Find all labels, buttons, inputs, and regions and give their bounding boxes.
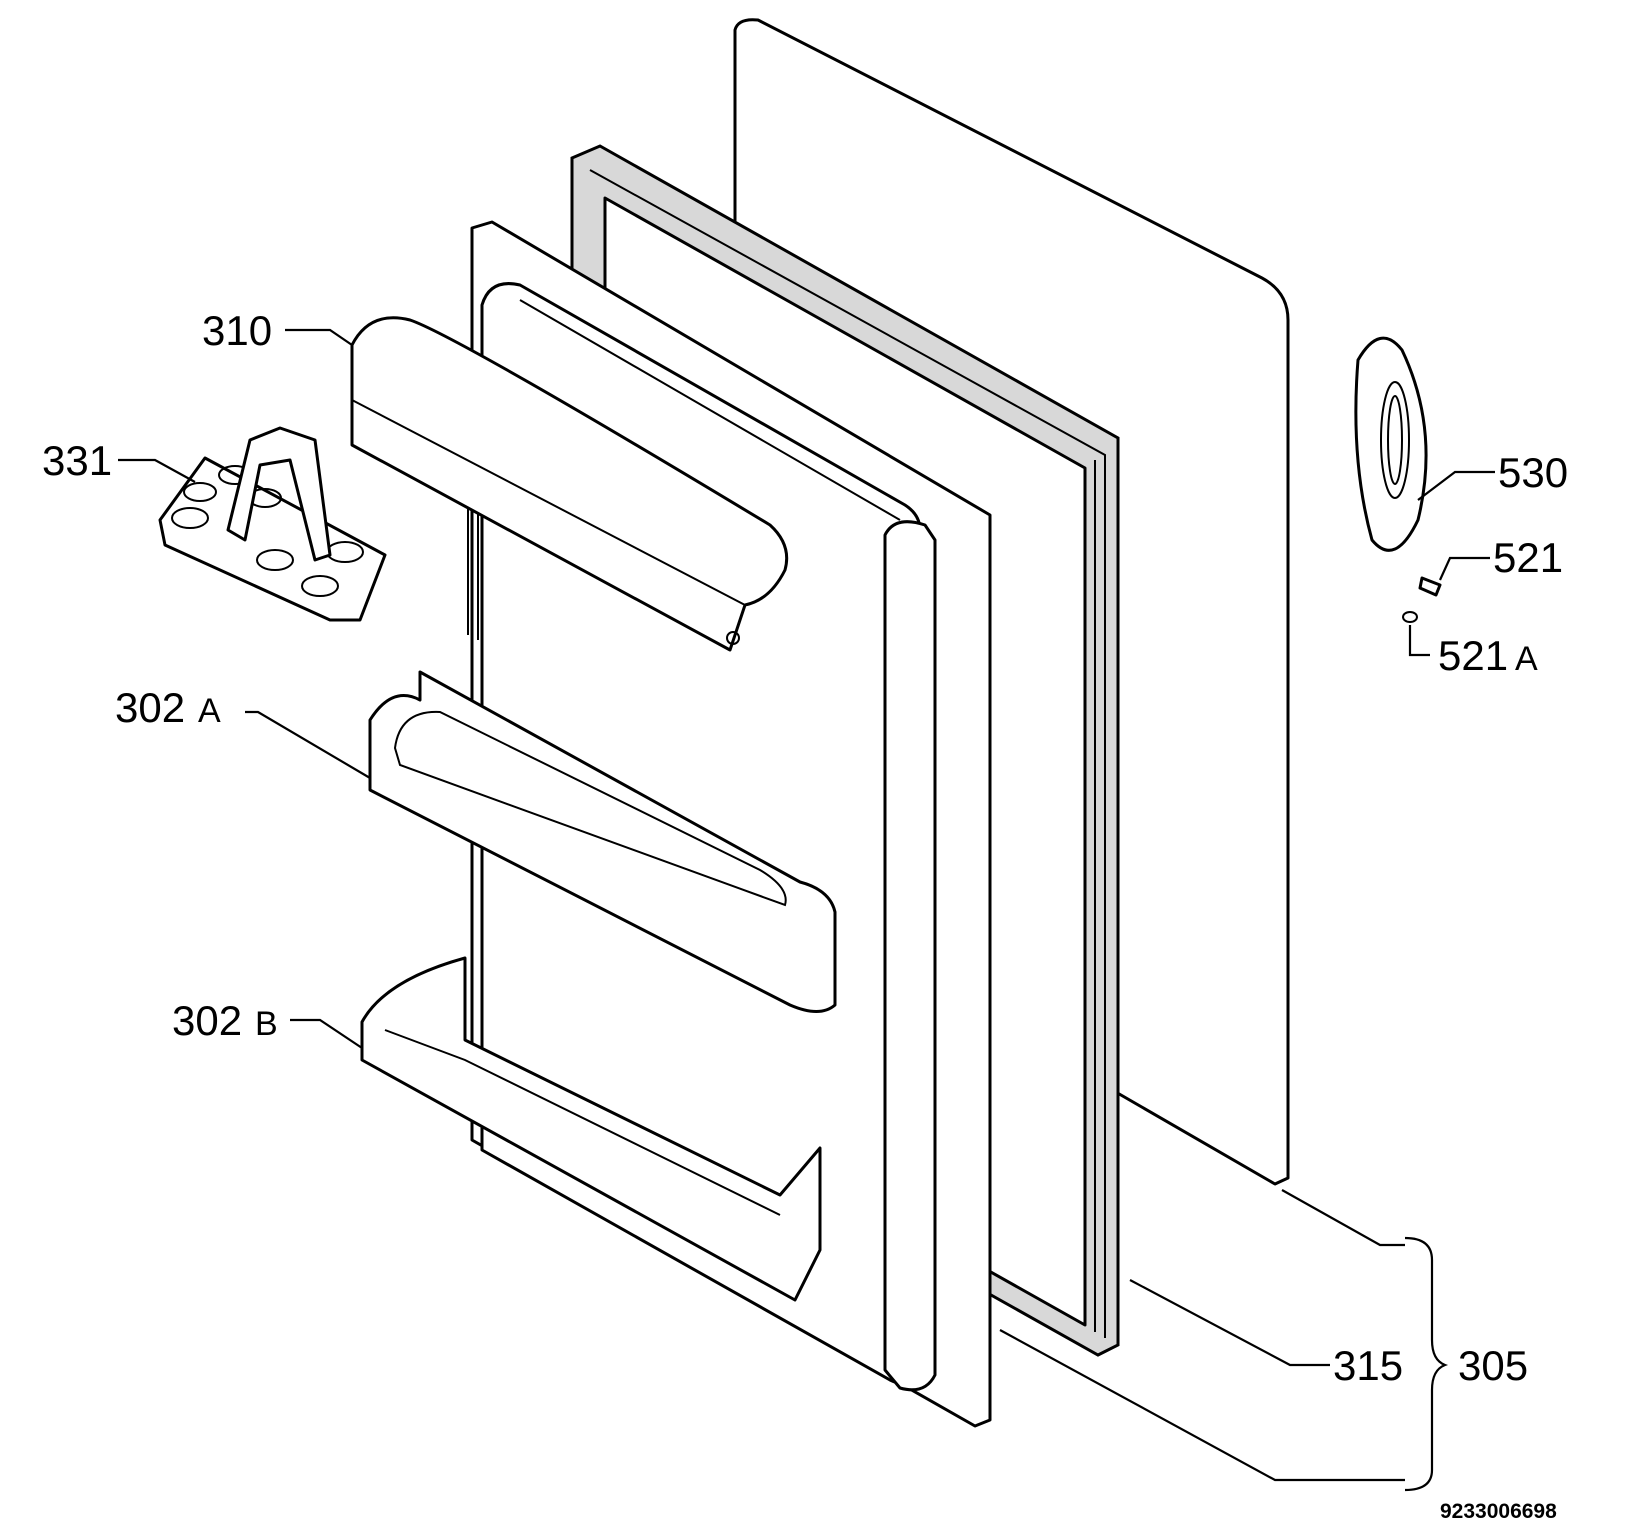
door-shelf-302a [368,670,837,1013]
screw-521 [1418,576,1442,597]
washer-521a [1402,611,1418,623]
drawing-code: 9233006698 [1440,1500,1557,1523]
label-530: 530 [1498,449,1568,496]
label-305: 305 [1458,1342,1528,1389]
label-302a-number: 302 [115,684,185,731]
door-shelf-302b [360,956,822,1302]
label-331: 331 [42,437,112,484]
label-521a-suffix: A [1515,640,1538,678]
hinge-cover-530 [1354,336,1428,552]
dairy-flap-310 [350,316,789,652]
label-310: 310 [202,307,272,354]
label-521: 521 [1493,534,1563,581]
egg-tray-331 [158,426,387,622]
label-521a-number: 521 [1438,632,1508,679]
leader-lines [118,328,1495,1492]
label-302b-number: 302 [172,997,242,1044]
label-302b-suffix: B [255,1005,278,1043]
label-315: 315 [1333,1342,1403,1389]
label-302a-suffix: A [198,692,221,730]
